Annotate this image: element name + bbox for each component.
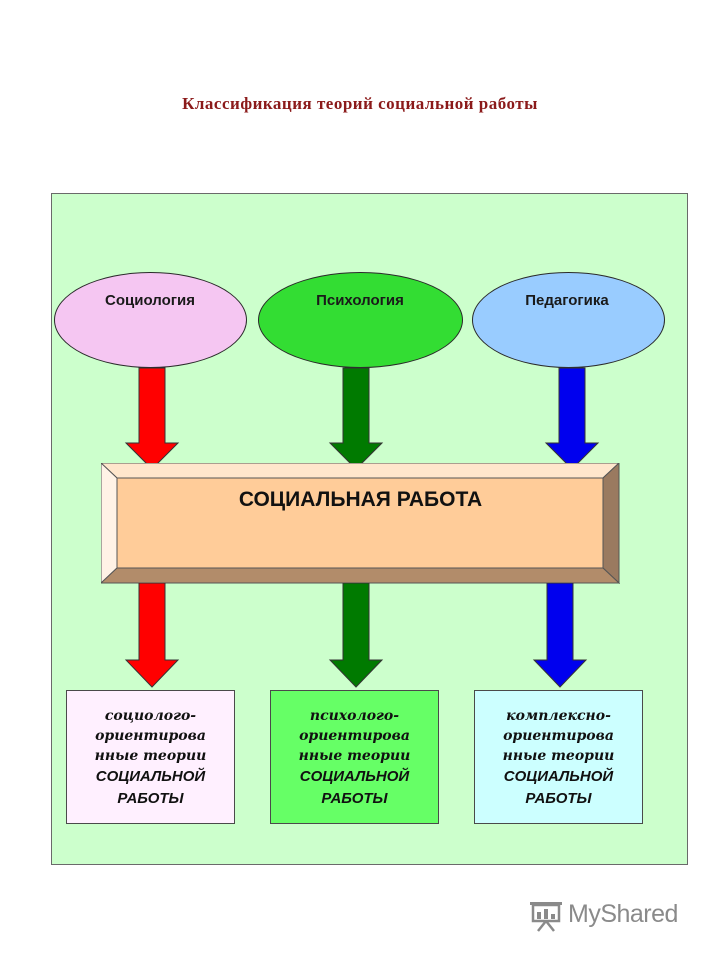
social-work-label: СОЦИАЛЬНАЯ РАБОТА xyxy=(238,488,483,511)
complex-theories-caps: СОЦИАЛЬНОЙ РАБОТЫ xyxy=(503,768,614,807)
pedagogy-label: Педагогика xyxy=(525,292,609,309)
sociology-theories-caps: СОЦИАЛЬНОЙ РАБОТЫ xyxy=(95,768,206,807)
psychology-theories-caps: СОЦИАЛЬНОЙ РАБОТЫ xyxy=(299,768,410,807)
myshared-wordmark: MyShared xyxy=(568,900,678,928)
arrow-psychology-theories xyxy=(328,583,384,688)
arrow-sociology-theories xyxy=(124,583,180,688)
arrow-pedagogy-down xyxy=(544,367,600,470)
ellipse-psychology xyxy=(258,272,463,368)
sociology-label: Социология xyxy=(105,292,195,309)
arrow-psychology-down xyxy=(328,367,384,470)
psychology-theories-box: психолого- ориентирова нные теории СОЦИА… xyxy=(270,690,439,824)
complex-theories-box: комплексно- ориентирова нные теории СОЦИ… xyxy=(474,690,643,824)
myshared-logo: MyShared xyxy=(528,898,688,932)
presentation-board-icon xyxy=(530,902,562,932)
complex-theories-text: комплексно- ориентирова нные теории xyxy=(502,708,615,764)
ellipse-sociology xyxy=(54,272,247,368)
sociology-theories-box: социолого- ориентирова нные теории СОЦИА… xyxy=(66,690,235,824)
ellipse-pedagogy xyxy=(472,272,665,368)
arrow-complex-theories xyxy=(532,583,588,688)
diagram-title: Классификация теорий социальной работы xyxy=(182,94,538,113)
social-work-box xyxy=(101,463,620,584)
psychology-theories-text: психолого- ориентирова нные теории xyxy=(298,708,411,764)
psychology-label: Психология xyxy=(316,292,404,309)
sociology-theories-text: социолого- ориентирова нные теории xyxy=(94,708,207,764)
arrow-sociology-down xyxy=(124,367,180,470)
